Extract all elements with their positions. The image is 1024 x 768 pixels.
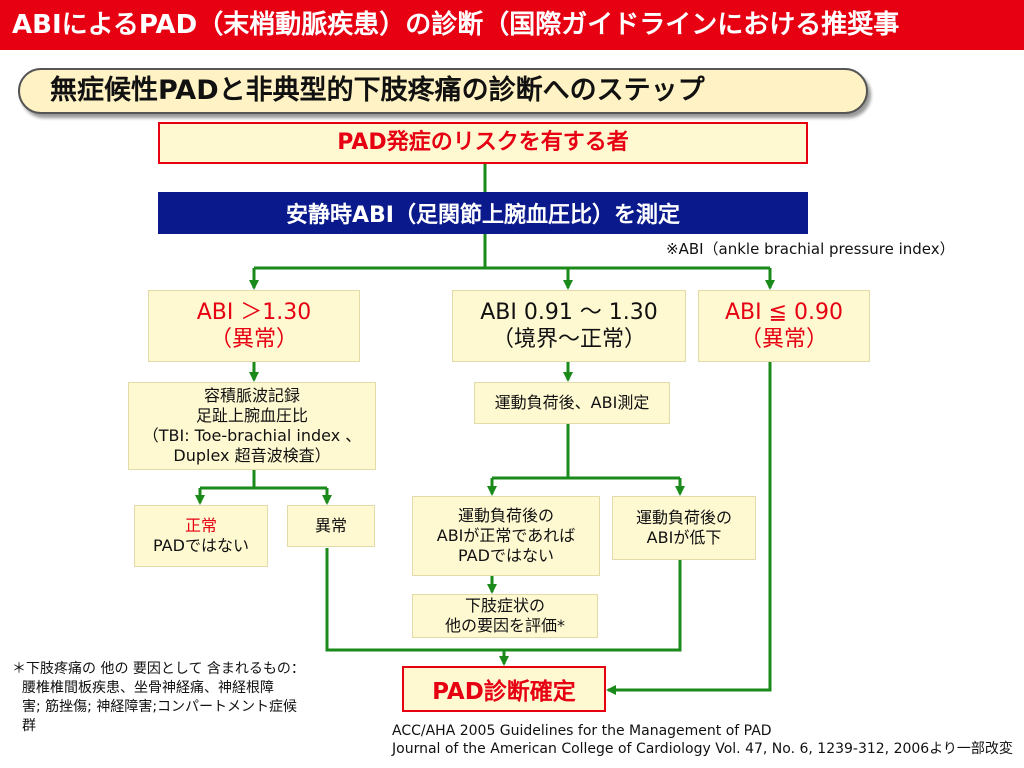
line-low-to-confirm [606,362,772,695]
footnote-line-1: ＊下肢疼痛の 他の 要因として 含まれるもの： [12,661,305,677]
normal-label: 正常 [184,516,217,535]
abi-note: ※ABI（ankle brachial pressure index） [666,240,955,258]
node-pad-confirmed: PAD診断確定 [402,666,606,712]
footnote: ＊下肢疼痛の 他の 要因として 含まれるもの： 腰椎椎間板疾患、坐骨神経痛、神経… [12,660,342,736]
not-pad-label: PADではない [153,536,249,555]
footnote-line-2: 腰椎椎間板疾患、坐骨神経痛、神経根障 [22,679,274,696]
node-risk: PAD発症のリスクを有する者 [158,122,808,164]
node-abnormal: 異常 [287,505,375,547]
abi-low-status: （異常） [739,327,828,352]
node-abi-low: ABI ≦ 0.90 （異常） [698,290,870,362]
tests-line-2: 足趾上腕血圧比 [195,406,308,425]
node-abi-high: ABI ＞1.30 （異常） [148,290,360,362]
reference-line-2: Journal of the American College of Cardi… [392,741,1013,758]
footnote-line-3: 害; 筋挫傷; 神経障害;コンパートメント症候 [22,698,298,715]
abi-high-status: （異常） [209,327,298,352]
abnormal-label: 異常 [314,516,347,535]
abi-high-label: ABI ＞1.30 [196,299,312,325]
line-ex-low-to-confirm [504,560,682,652]
tests-line-4: Duplex 超音波検査） [173,446,331,465]
node-normal-not-pad: 正常 PADではない [134,505,268,567]
footnote-line-4: 群 [22,717,36,734]
reference-line-1: ACC/AHA 2005 Guidelines for the Manageme… [392,723,772,739]
other-line-1: 下肢症状の [464,596,545,615]
diagram-subtitle: 無症候性PADと非典型的下肢疼痛の診断へのステップ [18,68,868,114]
node-abi-mid: ABI 0.91 〜 1.30 （境界〜正常） [452,290,686,362]
reference: ACC/AHA 2005 Guidelines for the Manageme… [392,722,1017,758]
node-measure-abi: 安静時ABI（足関節上腕血圧比）を測定 [158,192,808,234]
node-exercise-normal: 運動負荷後の ABIが正常であれば PADではない [412,496,600,576]
ex-normal-line-3: PADではない [458,546,554,565]
exercise-label: 運動負荷後、ABI測定 [494,393,650,412]
other-line-2: 他の要因を評価* [444,616,565,635]
node-evaluate-other: 下肢症状の 他の要因を評価* [412,594,598,638]
line-abnormal-to-confirm [325,548,504,652]
node-further-tests: 容積脈波記録 足趾上腕血圧比 （TBI: Toe-brachial index … [128,382,376,470]
abi-mid-label: ABI 0.91 〜 1.30 [480,299,658,325]
abi-low-label: ABI ≦ 0.90 [724,299,844,325]
tests-line-3: （TBI: Toe-brachial index 、 [142,426,362,445]
page-title: ABIによるPAD（末梢動脈疾患）の診断（国際ガイドラインにおける推奨事 [0,0,1024,50]
node-exercise-abi: 運動負荷後、ABI測定 [474,382,670,424]
ex-low-line-2: ABIが低下 [646,528,722,547]
abi-mid-status: （境界〜正常） [491,327,646,352]
ex-normal-line-1: 運動負荷後の [457,506,554,525]
tests-line-1: 容積脈波記録 [203,386,300,405]
ex-low-line-1: 運動負荷後の [635,508,732,527]
ex-normal-line-2: ABIが正常であれば [436,526,576,545]
node-exercise-low: 運動負荷後の ABIが低下 [612,496,756,560]
